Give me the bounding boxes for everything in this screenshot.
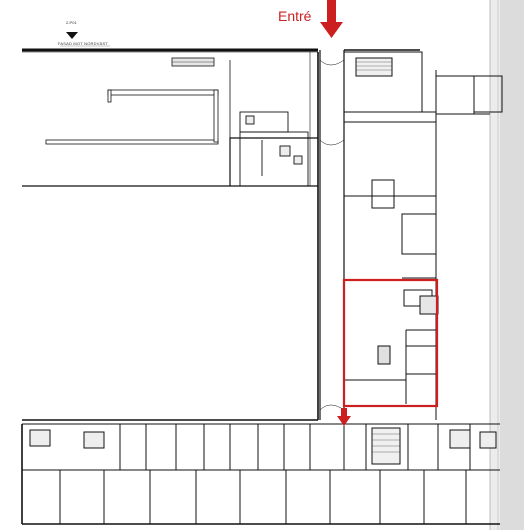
- section-marker-label: FASAD MOT NORDVÄST: [58, 41, 108, 46]
- lower-entrance-arrow: [337, 408, 351, 426]
- right-room-block: [343, 51, 439, 420]
- section-marker: [60, 32, 110, 47]
- upper-hall-fixtures: [45, 57, 219, 145]
- section-marker-ref: 2-P01: [66, 20, 77, 25]
- far-right-rooms: [435, 75, 503, 115]
- entrance-label: Entré: [278, 8, 312, 24]
- main-hall: [22, 52, 319, 421]
- central-corridor: [319, 50, 345, 420]
- highlighted-room-area: [342, 278, 439, 408]
- entrance-arrow: [320, 0, 343, 38]
- lower-wing: [21, 423, 500, 525]
- small-rooms-top: [239, 111, 309, 187]
- exterior-hatch: [489, 0, 524, 530]
- north-facade-wall: [22, 48, 420, 53]
